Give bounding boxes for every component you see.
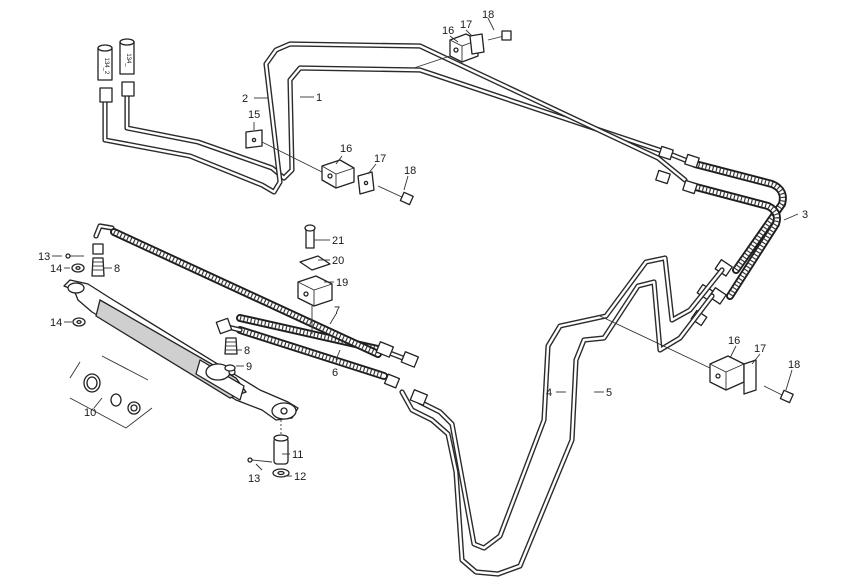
hose-3-lower (688, 182, 781, 300)
part-15-plate (245, 129, 263, 149)
callout-13-lower: 13 (248, 473, 260, 485)
pipe-1 (124, 65, 693, 181)
callout-14-lower: 14 (50, 317, 62, 329)
part-12-washer (272, 468, 290, 478)
callout-18-right: 18 (788, 359, 800, 371)
part-21-bolt (304, 224, 316, 249)
callout-21: 21 (332, 235, 344, 247)
callout-6: 6 (332, 367, 338, 379)
part-20-plate (299, 255, 331, 271)
callout-16-mid: 16 (340, 143, 352, 155)
callout-18-mid: 18 (404, 165, 416, 177)
callout-17-mid: 17 (374, 153, 386, 165)
part-16-block-mid (321, 159, 355, 189)
tag-label-right: 134_ (125, 53, 131, 67)
callout-8-lower: 8 (244, 345, 250, 357)
clamp-right-line (599, 315, 711, 369)
hydraulic-cylinder (63, 279, 299, 421)
callout-4: 4 (546, 387, 552, 399)
part-17-plate-right (743, 359, 757, 395)
callout-14-upper: 14 (50, 263, 62, 275)
pipe-end-tag-right: 134_ (119, 38, 135, 97)
clamp-mid-line (261, 141, 323, 173)
part-11-pin (273, 420, 289, 465)
pipe-end-tag-left: 134_2 (97, 44, 113, 103)
callout-19: 19 (336, 277, 348, 289)
leader-lines (52, 17, 799, 477)
part-18-bolt-mid (377, 185, 414, 206)
clamp-top-line (413, 55, 451, 69)
hose-upper-left (93, 223, 382, 358)
callout-16-top: 16 (442, 25, 454, 37)
callout-15: 15 (248, 109, 260, 121)
callout-1: 1 (316, 92, 322, 104)
callout-13-upper: 13 (38, 251, 50, 263)
hose-3-upper (691, 160, 787, 274)
pipe-5 (399, 279, 715, 577)
callout-10: 10 (84, 407, 96, 419)
part-13-pin-lower (247, 457, 273, 463)
callout-12: 12 (294, 471, 306, 483)
part-16-block-right (709, 355, 745, 391)
part-17-plate-top (469, 33, 485, 55)
fittings-mid (215, 317, 429, 406)
callout-16-right: 16 (728, 335, 740, 347)
callout-17-right: 17 (754, 343, 766, 355)
fittings-right (655, 145, 733, 327)
pipe-2 (102, 41, 688, 195)
part-14-washer-lower (72, 317, 86, 327)
callout-9: 9 (246, 361, 252, 373)
pipe-4 (417, 255, 725, 551)
part-10-seal-kit (69, 355, 153, 429)
tag-label-left: 134_2 (103, 58, 109, 75)
part-9-washer (224, 364, 236, 372)
callout-2: 2 (242, 93, 248, 105)
part-13-pin-upper (65, 253, 84, 259)
part-8-lower (224, 337, 238, 355)
part-17-plate-mid (357, 171, 375, 195)
part-19-clamp-block (297, 275, 333, 307)
part-18-bolt-right (763, 385, 794, 404)
callout-8-upper: 8 (114, 263, 120, 275)
callout-11: 11 (292, 449, 303, 461)
callout-20: 20 (332, 255, 344, 267)
callout-3: 3 (802, 209, 808, 221)
callout-17-top: 17 (460, 19, 472, 31)
callout-7: 7 (334, 305, 340, 317)
part-18-bolt-top (487, 30, 512, 41)
callout-18-top: 18 (482, 9, 494, 21)
callout-5: 5 (606, 387, 612, 399)
part-14-washer-upper (71, 263, 85, 273)
part-8-upper (91, 243, 105, 277)
